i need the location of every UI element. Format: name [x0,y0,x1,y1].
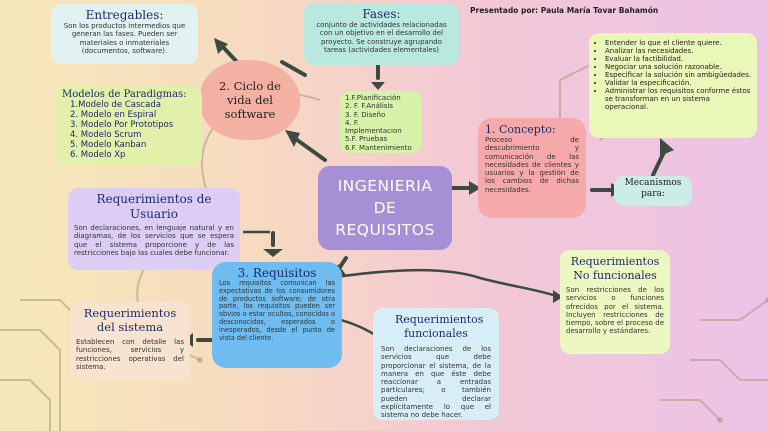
req-usuario-title: Requerimientos de Usuario [96,192,212,221]
center-title: INGENIERIA DE REQUISITOS [335,177,435,239]
req-funcionales-card: Requerimientos funcionales Son declaraci… [373,308,499,420]
author-credit: Presentado por: Paula María Tovar Bahamó… [470,6,659,15]
fases-card: Fases: conjunto de actividades relaciona… [304,3,459,65]
mecanismo-item: Administrar los requisitos conforme ésto… [605,87,753,111]
fases-text: conjunto de actividades relacionadas con… [316,21,447,54]
req-usuario-text: Son declaraciones, en lenguaje natural y… [74,224,234,257]
concepto-text: Proceso de descubrimiento y comunicación… [485,136,579,194]
fases-item: 2. F. F.Análisis [345,102,394,111]
entregables-card: Entregables: Son los productos intermedi… [51,4,198,64]
modelo-item: 2. Modelo en Espiral [70,110,157,120]
mecanismos-list-card: Entender lo que el cliente quiere. Anali… [589,33,757,138]
fases-item: 3. F. Diseño [345,110,386,119]
req-sistema-card: Requerimientos del sistema Establecen co… [70,302,190,380]
fases-item: 5.F. Pruebas [345,135,388,144]
center-title-card: INGENIERIA DE REQUISITOS [318,166,452,250]
req-sistema-title: Requerimientos del sistema [83,306,177,334]
req-sistema-text: Establecen con detalle las funciones, se… [76,338,184,371]
req-funcionales-text: Son declaraciones de los servicios que d… [381,345,491,420]
modelos-card: Modelos de Paradigmas: 1.Modelo de Casca… [56,86,202,166]
mecanismo-item: Negociar una solución razonable. [605,63,753,71]
modelos-title: Modelos de Paradigmas: [62,89,187,100]
modelo-item: 1.Modelo de Cascada [70,100,161,110]
modelo-item: 3. Modelo Por Prototipos [70,120,174,130]
ciclo-vida-card: 2. Ciclo de vida del software [200,60,300,140]
mecanismo-item: Evaluar la factibilidad. [605,55,753,63]
mecanismo-item: Validar la especificación. [605,79,753,87]
req-no-funcionales-card: Requerimientos No funcionales Son restri… [560,250,670,354]
req-usuario-card: Requerimientos de Usuario Son declaracio… [68,188,240,270]
fases-item: 1.F.Planificación [345,94,401,102]
entregables-title: Entregables: [85,8,164,22]
entregables-text: Son los productos intermedios que genera… [63,22,186,55]
mecanismo-item: Entender lo que el cliente quiere. [605,39,753,47]
mecanismo-item: Especificar la solución sin ambigüedades… [605,71,753,79]
mecanismos-title: Mecanismos para: [624,178,682,199]
mecanismo-item: Analizar las necesidades. [605,47,753,55]
requisitos-card: 3. Requisitos Los requisitos comunican l… [212,262,342,368]
modelo-item: 4. Modelo Scrum [70,130,142,140]
modelo-item: 6. Modelo Xp [70,150,126,160]
fases-list-card: 1.F.Planificación 2. F. F.Análisis 3. F.… [340,91,422,153]
modelo-item: 5. Modelo Kanban [70,140,147,150]
req-no-funcionales-title: Requerimientos No funcionales [570,255,660,282]
req-funcionales-title: Requerimientos funcionales [395,313,484,340]
fases-title: Fases: [362,7,401,21]
req-no-funcionales-text: Son restricciones de los servicios o fun… [566,286,664,336]
ciclo-vida-title: 2. Ciclo de vida del software [219,79,281,121]
fases-item: 4. F. Implementacion [345,118,402,136]
mecanismos-card: Mecanismos para: [614,176,692,206]
requisitos-title: 3. Requisitos [237,266,317,280]
concepto-title: 1. Concepto: [485,123,556,136]
concepto-card: 1. Concepto: Proceso de descubrimiento y… [478,118,586,218]
requisitos-text: Los requisitos comunican las expectativa… [219,279,335,342]
fases-item: 6.F. Mantenimiento [345,143,412,152]
